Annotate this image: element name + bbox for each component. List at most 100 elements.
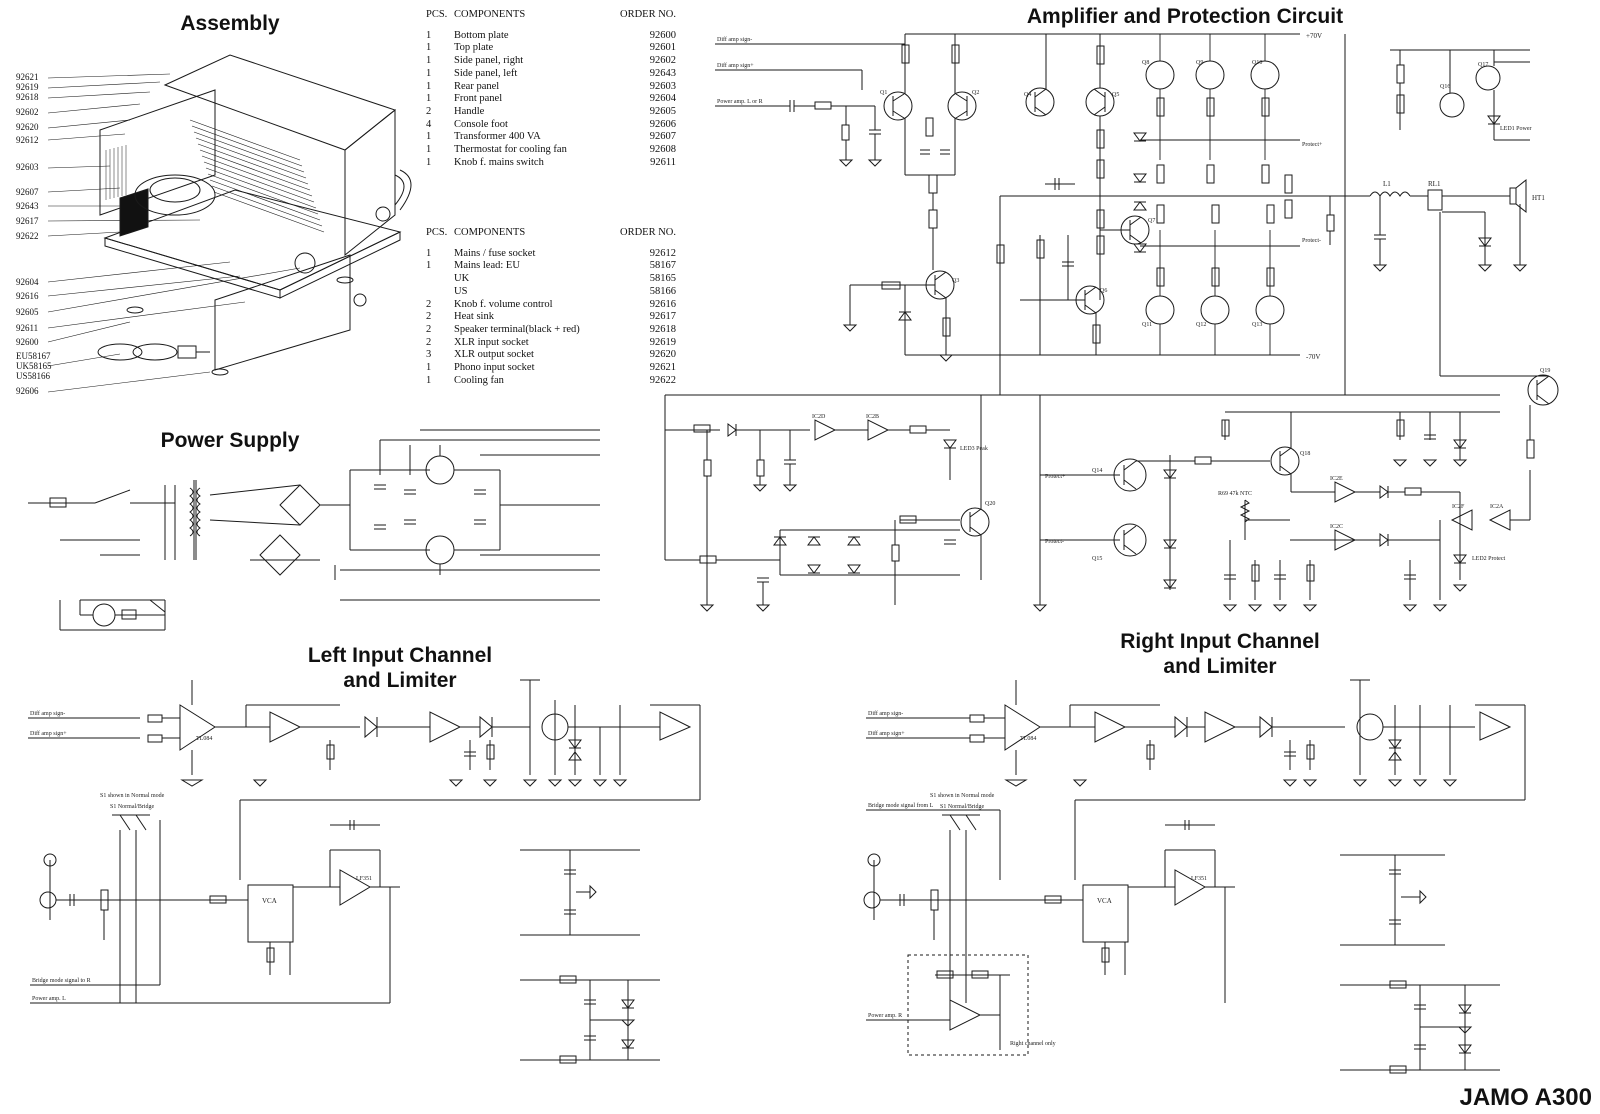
pcs-cell: 1: [426, 156, 432, 168]
power-amp-input-label: Power amp. L or R: [717, 99, 763, 105]
parts-table-accessories: PCS. COMPONENTS ORDER NO. 1 Mains / fuse …: [426, 227, 676, 387]
protect-led-label: LED2 Protect: [1472, 556, 1505, 562]
power-supply-title: Power Supply: [160, 429, 300, 452]
component-cell: Side panel, right: [454, 55, 524, 67]
pcs-cell: 1: [426, 80, 432, 92]
transistor-label: Q11: [1142, 322, 1152, 328]
pcs-cell: 1: [426, 42, 432, 54]
right-channel-only-label: Right channel only: [1010, 1041, 1056, 1047]
assembly-drawing: [47, 54, 412, 393]
right-vca-label: VCA: [1097, 897, 1112, 905]
speaker-label: HT1: [1532, 194, 1545, 202]
order-no-cell: 58165: [649, 273, 676, 285]
ic-label: IC2E: [1330, 476, 1343, 482]
order-no-cell: 92619: [649, 336, 676, 348]
order-no-cell: 92604: [649, 93, 676, 105]
left-switch-note: S1 shown in Normal mode: [100, 793, 165, 799]
part-number-callout: 92607: [16, 187, 39, 197]
order-no-cell: 58167: [649, 260, 676, 272]
part-number-callout: 92600: [16, 337, 39, 347]
part-number-callout: 92604: [16, 277, 39, 287]
part-number-callout: 92606: [16, 386, 39, 396]
component-cell: XLR input socket: [454, 336, 529, 348]
part-number-callout: 92605: [16, 307, 39, 317]
component-cell: UK: [454, 273, 470, 285]
transistor-label: Q4: [1024, 92, 1031, 98]
pcs-cell: 1: [426, 131, 432, 143]
pcs-cell: 2: [426, 336, 432, 348]
ntc-label: R69 47k NTC: [1218, 491, 1252, 497]
left-diff-neg-label: Diff amp sign-: [30, 710, 65, 717]
power-amp-l-label: Power amp. L: [32, 996, 66, 1002]
diff-input-pos-label: Diff amp sign+: [717, 62, 754, 69]
component-cell: Rear panel: [454, 80, 500, 92]
rail-pos-label: +70V: [1306, 32, 1322, 40]
transistor-label: Q16: [1440, 84, 1450, 90]
part-number-callout: 92622: [16, 231, 39, 241]
left-tl084-label: TL084: [196, 736, 212, 742]
part-number-callout: 92618: [16, 92, 39, 102]
order-no-cell: 92622: [649, 374, 676, 386]
table-row: 1 Rear panel 92603: [426, 81, 676, 94]
right-input-schematic: [863, 679, 1526, 1074]
ic-label: IC2F: [1452, 504, 1465, 510]
component-cell: Console foot: [454, 118, 508, 130]
part-number-callout: US58166: [16, 371, 51, 381]
table-header: PCS. COMPONENTS ORDER NO.: [426, 9, 676, 22]
header-order-no: ORDER NO.: [619, 9, 676, 20]
order-no-cell: 92643: [649, 67, 676, 79]
order-no-cell: 58166: [649, 285, 676, 297]
right-switch-label: S1 Normal/Bridge: [940, 804, 984, 810]
relay-label: RL1: [1428, 180, 1441, 188]
pcs-cell: 1: [426, 55, 432, 67]
order-no-cell: 92603: [649, 80, 676, 92]
pcs-cell: 1: [426, 374, 432, 386]
pcs-cell: 1: [426, 29, 432, 41]
power-amp-r-label: Power amp. R: [868, 1013, 902, 1019]
ic-label: IC2B: [866, 414, 879, 420]
pcs-cell: 2: [426, 311, 432, 323]
protect-pos-input-label: Protect+: [1045, 474, 1066, 480]
component-cell: Heat sink: [454, 311, 494, 323]
amplifier-schematic: [664, 33, 1559, 612]
pcs-cell: 1: [426, 247, 432, 259]
left-input-schematic: [28, 679, 701, 1064]
right-input-title: Right Input Channel and Limiter: [1120, 630, 1320, 678]
transistor-label: Q3: [952, 278, 959, 284]
order-no-cell: 92616: [649, 298, 676, 310]
transistor-label: Q15: [1092, 556, 1102, 562]
part-number-callout: 92612: [16, 135, 39, 145]
left-input-title: Left Input Channel and Limiter: [307, 644, 493, 692]
table-header: PCS. COMPONENTS ORDER NO.: [426, 227, 676, 240]
left-vca-label: VCA: [262, 897, 277, 905]
ic-label: IC2A: [1490, 504, 1504, 510]
part-number-callout: EU58167: [16, 351, 51, 361]
component-cell: Mains lead: EU: [454, 260, 520, 272]
table-row: US 58166: [426, 286, 676, 299]
amplifier-title: Amplifier and Protection Circuit: [1026, 5, 1344, 28]
transistor-label: Q20: [985, 501, 995, 507]
pcs-cell: 3: [426, 349, 432, 361]
transistor-label: Q12: [1196, 322, 1206, 328]
power-supply-schematic: [28, 429, 600, 631]
order-no-cell: 92608: [649, 144, 676, 156]
transistor-label: Q9: [1196, 60, 1203, 66]
transistor-label: Q14: [1092, 468, 1102, 474]
bridge-out-label: Bridge mode signal to R: [32, 978, 91, 984]
component-cell: US: [454, 285, 468, 297]
component-cell: Knob f. volume control: [454, 298, 553, 310]
brand-label: JAMO A300: [1459, 1084, 1593, 1111]
bridge-in-label: Bridge mode signal from L: [868, 802, 934, 809]
component-cell: Cooling fan: [454, 374, 504, 386]
diff-input-neg-label: Diff amp sign-: [717, 36, 752, 43]
component-cell: Mains / fuse socket: [454, 247, 536, 259]
